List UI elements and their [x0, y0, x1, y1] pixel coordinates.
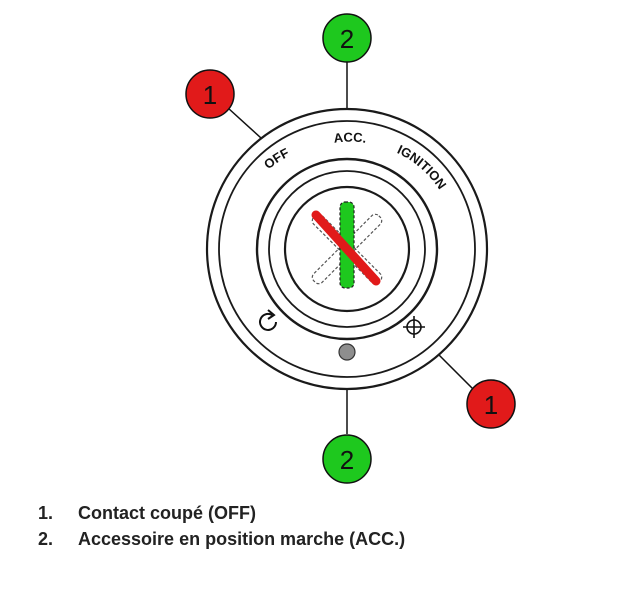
legend-item-acc-text: Accessoire en position marche (ACC.): [78, 528, 406, 549]
callout-1-off-bottom: 1: [466, 379, 516, 429]
callout-2-acc-top-circle: [322, 13, 372, 63]
legend-item-acc-number: 2.: [38, 528, 54, 549]
ignition-switch-diagram: OFF ACC. IGNITION 1 2 1: [185, 13, 516, 484]
legend-item-off-number: 1.: [38, 502, 54, 523]
callout-1-off-number: 1: [203, 80, 217, 110]
key-off-slash: [311, 210, 381, 286]
callout-1-off-bottom-circle: [466, 379, 516, 429]
callout-2-acc-bottom: 2: [322, 434, 372, 484]
callout-2-acc-top-number: 2: [340, 24, 354, 54]
svg-text:ACC.: ACC.: [333, 130, 368, 146]
callout-2-acc-top: 2: [322, 13, 372, 63]
legend-item-acc: 2. Accessoire en position marche (ACC.): [38, 526, 405, 552]
grey-dot-icon: [338, 343, 356, 361]
callout-2-acc-bottom-number: 2: [340, 445, 354, 475]
callout-1-off-circle: [185, 69, 235, 119]
acc-position-label: ACC.: [333, 130, 368, 146]
legend: 1. Contact coupé (OFF) 2. Accessoire en …: [38, 500, 405, 552]
callout-1-off-bottom-number: 1: [484, 390, 498, 420]
callout-1-off: 1: [185, 69, 235, 119]
legend-item-off-text: Contact coupé (OFF): [78, 502, 256, 523]
legend-item-off: 1. Contact coupé (OFF): [38, 500, 405, 526]
crosshair-icon: [403, 316, 425, 338]
rotate-arrow-icon: [259, 309, 277, 331]
callout-2-acc-bottom-circle: [322, 434, 372, 484]
